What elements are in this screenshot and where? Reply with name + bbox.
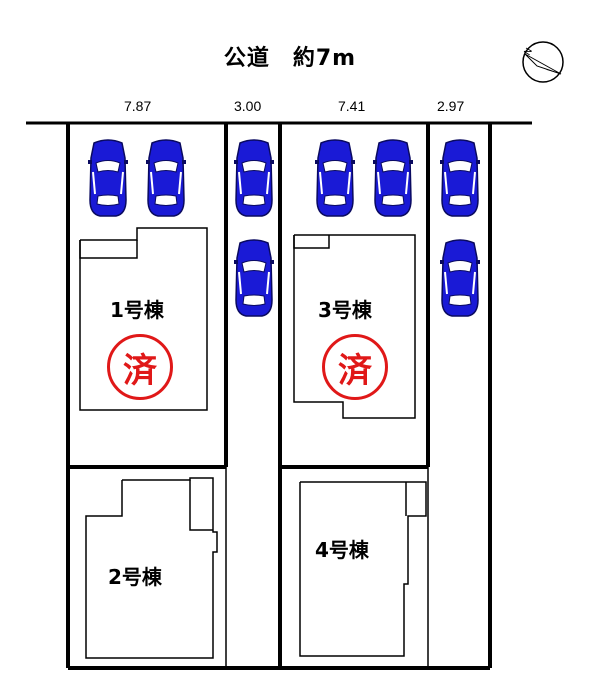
building-3-footprint bbox=[293, 234, 416, 419]
frontage-lane-3: 2.97 bbox=[437, 98, 465, 114]
car-icon bbox=[145, 139, 187, 217]
car-icon bbox=[233, 239, 275, 317]
car-icon bbox=[439, 239, 481, 317]
sold-stamp-building-3: 済 bbox=[322, 334, 388, 400]
compass-north-icon: N bbox=[522, 41, 564, 83]
building-1-footprint bbox=[79, 227, 208, 411]
sold-stamp-text: 済 bbox=[338, 350, 372, 391]
car-icon bbox=[233, 139, 275, 217]
svg-text:N: N bbox=[523, 47, 535, 58]
building-4-label: 4号棟 bbox=[315, 538, 369, 562]
building-1-label: 1号棟 bbox=[110, 298, 164, 322]
car-icon bbox=[439, 139, 481, 217]
building-2-label: 2号棟 bbox=[108, 565, 162, 589]
frontage-lot-3: 7.41 bbox=[338, 98, 366, 114]
frontage-lane-1: 3.00 bbox=[234, 98, 262, 114]
building-4-footprint bbox=[299, 481, 427, 657]
sold-stamp-building-1: 済 bbox=[107, 334, 173, 400]
lot-boundaries bbox=[66, 123, 492, 670]
road-label: 公道 約7m bbox=[223, 46, 357, 71]
frontage-lot-1: 7.87 bbox=[124, 98, 152, 114]
car-icon bbox=[87, 139, 129, 217]
building-2-footprint bbox=[85, 477, 218, 659]
sold-stamp-text: 済 bbox=[123, 350, 157, 391]
building-3-label: 3号棟 bbox=[318, 298, 372, 322]
car-icon bbox=[314, 139, 356, 217]
car-icon bbox=[372, 139, 414, 217]
